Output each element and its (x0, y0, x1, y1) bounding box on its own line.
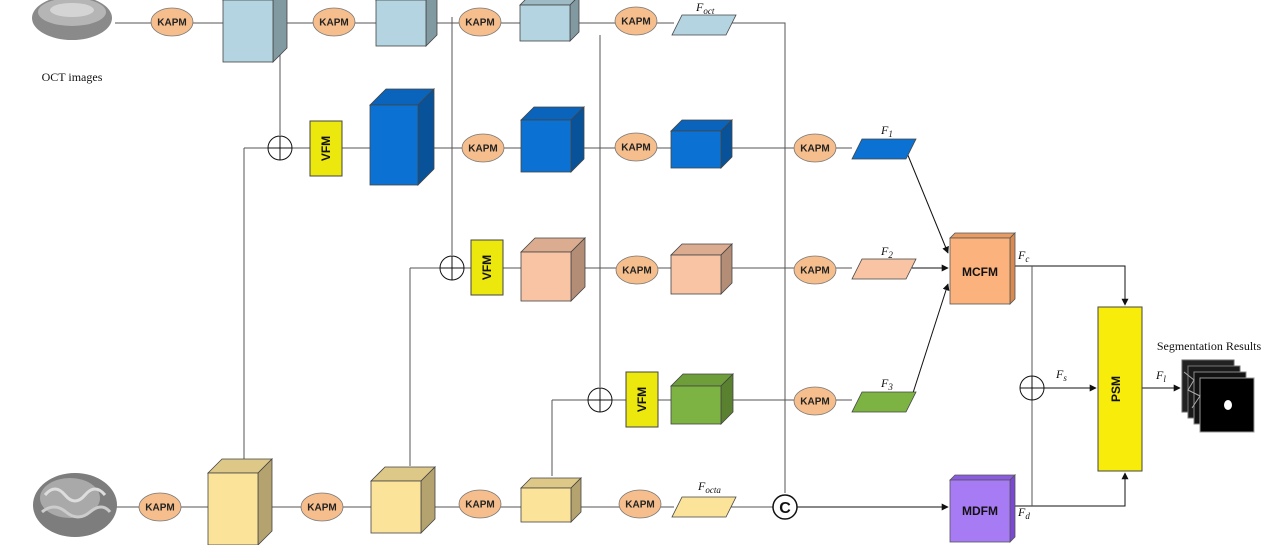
vfm-block-1: VFM (309, 120, 343, 177)
oct-input-image (32, 0, 112, 40)
oct-feature-box-1 (222, 0, 288, 63)
kapm-blocks: KAPM KAPM KAPM KAPM KAPM KAPM KAPM KAPM KAPM KAPM… (138, 6, 837, 522)
octa-input-image (33, 473, 117, 537)
kapm-block-12: KAPM (300, 492, 344, 522)
branch3-feature-box-1 (670, 373, 734, 425)
svg-text:KAPM: KAPM (465, 500, 494, 511)
f-d-label: Fd (1017, 505, 1030, 521)
svg-text:VFM: VFM (635, 387, 649, 412)
mdfm-module: MDFM (949, 474, 1016, 543)
f-3-feature-map (851, 391, 917, 413)
svg-text:KAPM: KAPM (307, 503, 336, 514)
svg-text:KAPM: KAPM (465, 18, 494, 29)
kapm-block-1: KAPM (150, 7, 194, 37)
feature-parallelograms (671, 14, 917, 518)
f-octa-feature-map (671, 496, 737, 518)
mcfm-label: MCFM (962, 265, 998, 279)
svg-text:KAPM: KAPM (319, 18, 348, 29)
feature-boxes (207, 0, 734, 545)
sum-nodes (267, 135, 1045, 413)
kapm-block-14: KAPM (618, 489, 662, 519)
branch1-feature-box-1 (369, 88, 435, 186)
f-octa-label: Focta (697, 479, 721, 495)
segmentation-results-stack (1181, 359, 1255, 433)
f-2-feature-map (851, 258, 917, 280)
svg-text:KAPM: KAPM (625, 500, 654, 511)
branch1-feature-box-2 (520, 106, 585, 173)
kapm-block-3: KAPM (458, 7, 502, 37)
svg-text:KAPM: KAPM (468, 144, 497, 155)
f-3-label: F3 (880, 376, 893, 392)
kapm-block-9: KAPM (793, 255, 837, 285)
svg-text:KAPM: KAPM (621, 17, 650, 28)
feature-labels: Foct F1 F2 F3 Focta Fc Fs Fd Fl (695, 0, 1166, 521)
vfm-block-2: VFM (470, 239, 504, 296)
vfm-block-3: VFM (625, 371, 659, 428)
kapm-block-5: KAPM (461, 133, 505, 163)
f-1-feature-map (851, 138, 917, 160)
mcfm-module: MCFM (949, 232, 1016, 305)
branch2-feature-box-1 (520, 237, 586, 302)
kapm-block-2: KAPM (312, 7, 356, 37)
sum-node-1 (267, 135, 293, 161)
svg-text:KAPM: KAPM (622, 266, 651, 277)
octa-feature-box-3 (520, 477, 582, 523)
f-s-label: Fs (1055, 367, 1067, 383)
kapm-block-11: KAPM (138, 492, 182, 522)
f-1-label: F1 (880, 123, 893, 139)
kapm-block-8: KAPM (615, 255, 659, 285)
mdfm-label: MDFM (962, 504, 998, 518)
svg-text:VFM: VFM (480, 255, 494, 280)
sum-node-4 (1019, 375, 1045, 401)
f-l-label: Fl (1155, 368, 1166, 384)
svg-text:KAPM: KAPM (800, 144, 829, 155)
segmentation-results-label: Segmentation Results (1157, 339, 1262, 353)
branch2-feature-box-2 (670, 243, 733, 295)
svg-text:KAPM: KAPM (800, 266, 829, 277)
psm-module: PSM (1097, 306, 1143, 472)
svg-text:KAPM: KAPM (800, 397, 829, 408)
svg-text:KAPM: KAPM (621, 143, 650, 154)
f-2-label: F2 (880, 244, 893, 260)
octa-feature-box-1 (207, 458, 273, 545)
branch1-feature-box-3 (670, 119, 733, 169)
f-oct-feature-map (671, 14, 737, 36)
psm-label: PSM (1109, 376, 1123, 402)
oct-feature-box-2 (375, 0, 438, 47)
sum-node-3 (587, 387, 613, 413)
svg-text:KAPM: KAPM (145, 503, 174, 514)
oct-feature-box-3 (519, 0, 580, 42)
sum-node-2 (439, 255, 465, 281)
kapm-block-13: KAPM (458, 489, 502, 519)
f-c-label: Fc (1017, 248, 1029, 264)
kapm-block-7: KAPM (793, 133, 837, 163)
kapm-block-10: KAPM (793, 386, 837, 416)
concat-symbol: C (779, 500, 791, 517)
concat-node: C (772, 494, 798, 520)
kapm-block-6: KAPM (614, 132, 658, 162)
octa-feature-box-2 (370, 466, 436, 534)
kapm-block-4: KAPM (614, 6, 658, 36)
vfm-blocks: VFM VFM VFM (309, 120, 659, 428)
f-oct-label: Foct (695, 0, 715, 16)
oct-images-label: OCT images (42, 70, 103, 84)
svg-text:KAPM: KAPM (157, 18, 186, 29)
svg-text:VFM: VFM (319, 136, 333, 161)
